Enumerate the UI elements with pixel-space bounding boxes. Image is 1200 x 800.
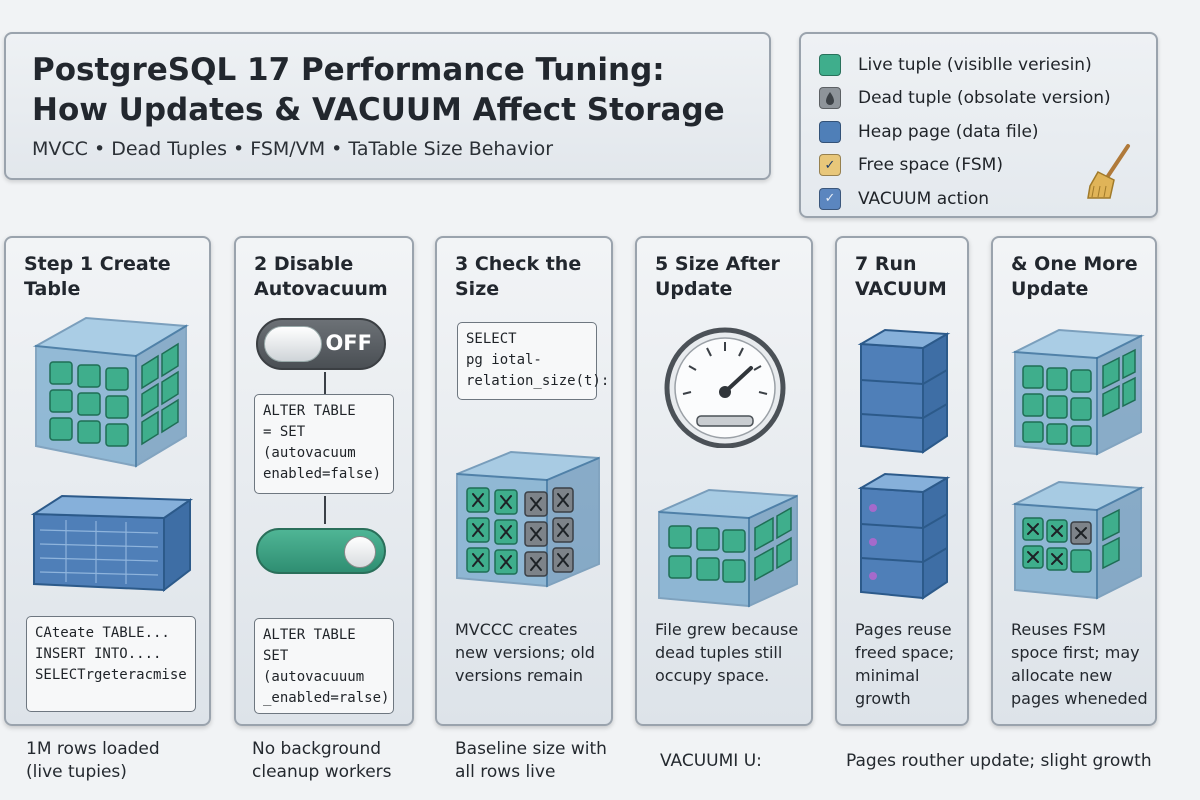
legend-item-heap: Heap page (data file) [819, 115, 1156, 149]
vacuumed-heap-stack-icon [857, 472, 951, 600]
legend-item-vacuum: ✓ VACUUM action [819, 182, 1156, 216]
toggle-knob [344, 536, 376, 568]
free-space-check-icon: ✓ [819, 154, 841, 177]
toggle-knob [264, 326, 322, 362]
step-title: 3 Check the Size [455, 253, 582, 300]
mixed-tuple-cube-icon [1011, 480, 1145, 600]
dead-tuple-cube-icon [456, 450, 600, 588]
step-title: 5 Size After Update [655, 253, 780, 300]
dead-tuple-swatch-icon [819, 87, 841, 110]
code-relation-size: SELECT pg iotal- relation_size(t): [457, 322, 609, 400]
page-title-line-2: How Updates & VACUUM Affect Storage [32, 92, 725, 128]
step-5-panel: 5 Size After Update File grew because de… [635, 236, 813, 726]
step-1-caption: 1M rows loaded (live tupies) [26, 739, 160, 782]
step-title: Step 1 Create Table [24, 253, 171, 300]
live-tuple-cube-icon [32, 316, 190, 468]
gauge-icon [664, 327, 786, 448]
legend-item-dead: Dead tuple (obsolate version) [819, 82, 1156, 116]
legend-label: Dead tuple (obsolate version) [858, 88, 1111, 109]
autovacuum-toggle-off[interactable]: OFF [256, 318, 386, 370]
step-8-description: Reuses FSM spoce first; may allocate new… [1011, 620, 1148, 708]
bottom-caption: Pages routher update; slight growth [846, 751, 1152, 771]
step-3-panel: 3 Check the Size SELECT pg iotal- relati… [435, 236, 613, 726]
code-create-table: CAteate TABLE... INSERT INTO.... SELECTr… [26, 616, 196, 712]
live-tuple-cube-icon [1011, 328, 1145, 456]
step-5-caption: VACUUMI U: [660, 751, 762, 771]
legend-label: Live tuple (visiblle veriesin) [858, 54, 1092, 75]
legend-item-live: Live tuple (visiblle veriesin) [819, 48, 1156, 82]
heap-page-swatch-icon [819, 120, 841, 143]
step-5-description: File grew because dead tuples still occu… [655, 620, 799, 685]
page-subtitle: MVCC • Dead Tuples • FSM/VM • TaTable Si… [32, 138, 554, 160]
step-7-panel: 7 Run VACUUM Pages reuse freed space; mi… [835, 236, 969, 726]
step-3-caption: Baseline size with all rows live [455, 739, 607, 782]
broom-icon [1087, 144, 1130, 199]
step-2-caption: No background cleanup workers [252, 739, 392, 782]
legend-label: VACUUM action [858, 188, 990, 209]
autovacuum-toggle-on[interactable] [256, 528, 386, 574]
step-2-panel: 2 Disable Autovacuum OFF ALTER TABLE = S… [234, 236, 414, 726]
arrow-line [324, 372, 326, 394]
step-7-description: Pages reuse freed space; minimal growth [855, 620, 955, 708]
toggle-label: OFF [325, 331, 372, 355]
live-tuple-cube-small-icon [658, 488, 798, 608]
step-title: & One More Update [1011, 253, 1138, 300]
legend-panel: Live tuple (visiblle veriesin) Dead tupl… [799, 32, 1158, 218]
legend-label: Heap page (data file) [858, 121, 1039, 142]
legend-label: Free space (FSM) [858, 155, 1003, 176]
step-3-description: MVCCC creates new versions; old versions… [455, 620, 595, 685]
heap-page-stack-icon [857, 328, 951, 454]
step-title: 7 Run VACUUM [855, 253, 947, 300]
legend-item-free: ✓ Free space (FSM) [819, 149, 1156, 183]
code-alter-table-2: ALTER TABLE SET (autovacuuum _enabled=ra… [254, 618, 394, 714]
title-panel: PostgreSQL 17 Performance Tuning: How Up… [4, 32, 771, 180]
live-tuple-swatch-icon [819, 53, 841, 76]
step-8-panel: & One More Update Reuses FSM spoce first… [991, 236, 1157, 726]
arrow-line [324, 496, 326, 524]
code-alter-table-1: ALTER TABLE = SET (autovacuum enabled=fa… [254, 394, 394, 494]
step-1-panel: Step 1 Create Table CAteate TABLE... INS… [4, 236, 211, 726]
heap-page-block-icon [30, 494, 194, 593]
page-title-line-1: PostgreSQL 17 Performance Tuning: [32, 52, 665, 88]
vacuum-check-icon: ✓ [819, 187, 841, 210]
step-title: 2 Disable Autovacuum [254, 253, 388, 300]
